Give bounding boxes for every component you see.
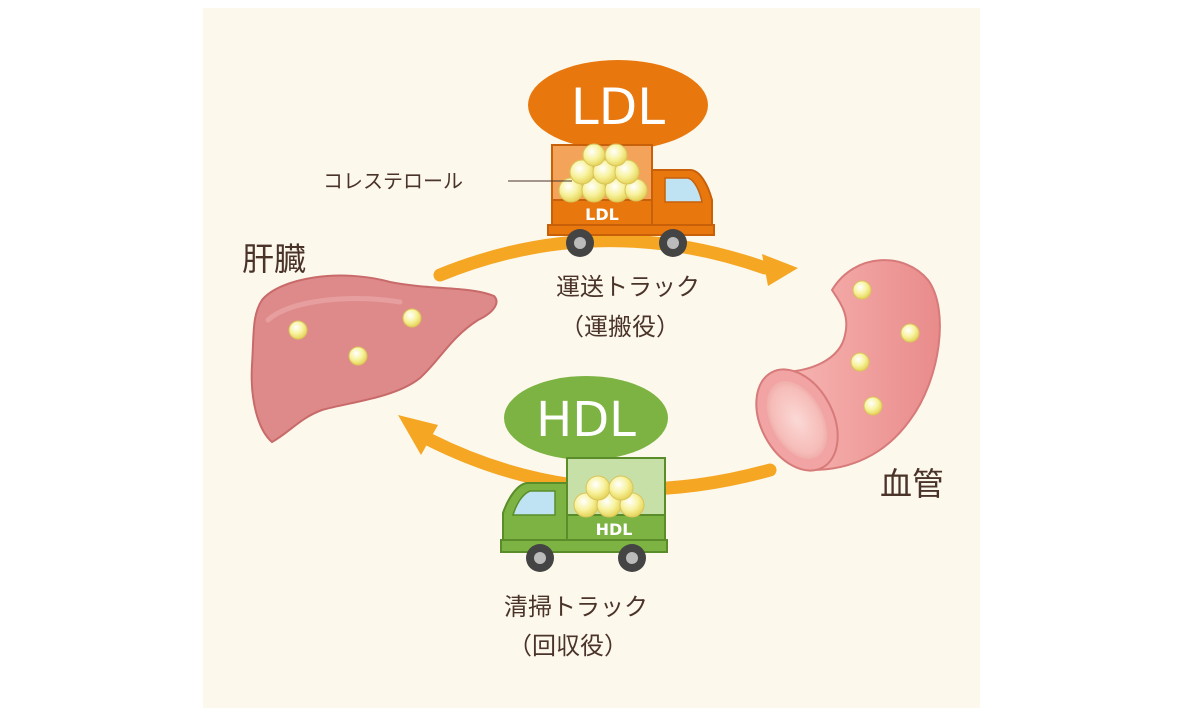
hdl-badge: HDL bbox=[504, 376, 668, 460]
blood-vessel-illustration bbox=[755, 259, 941, 472]
ldl-role-line1: 運送トラック bbox=[556, 273, 700, 301]
ldl-badge-text: LDL bbox=[571, 78, 665, 136]
ldl-badge: LDL bbox=[528, 60, 708, 150]
hdl-role-line2: （回収役） bbox=[508, 632, 628, 660]
cholesterol-icon bbox=[402, 308, 422, 328]
ldl-arrowhead-icon bbox=[762, 254, 798, 286]
hdl-truck: HDL bbox=[500, 457, 668, 572]
hdl-role-line1: 清掃トラック bbox=[504, 593, 648, 621]
ldl-role-line2: （運搬役） bbox=[560, 313, 680, 341]
wheel-icon bbox=[526, 544, 554, 572]
cholesterol-icon bbox=[348, 346, 368, 366]
cholesterol-icon bbox=[852, 280, 872, 300]
cholesterol-icon bbox=[288, 320, 308, 340]
wheel-icon bbox=[566, 229, 594, 257]
vessel-label: 血管 bbox=[880, 465, 944, 503]
ldl-cargo-cholesterol bbox=[558, 143, 648, 203]
cholesterol-label: コレステロール bbox=[323, 169, 463, 193]
ldl-truck: LDL bbox=[547, 143, 715, 257]
ldl-truck-label: LDL bbox=[585, 205, 619, 224]
liver-illustration bbox=[250, 274, 498, 444]
cholesterol-icon bbox=[850, 352, 870, 372]
liver-label: 肝臓 bbox=[242, 240, 306, 278]
hdl-badge-text: HDL bbox=[536, 392, 636, 448]
hdl-cargo-cholesterol bbox=[573, 475, 645, 518]
ldl-arrow bbox=[433, 234, 798, 286]
hdl-truck-label: HDL bbox=[596, 520, 633, 539]
cholesterol-icon bbox=[863, 396, 883, 416]
hdl-arrowhead-icon bbox=[398, 415, 438, 455]
wheel-icon bbox=[659, 229, 687, 257]
wheel-icon bbox=[618, 544, 646, 572]
cholesterol-icon bbox=[900, 323, 920, 343]
